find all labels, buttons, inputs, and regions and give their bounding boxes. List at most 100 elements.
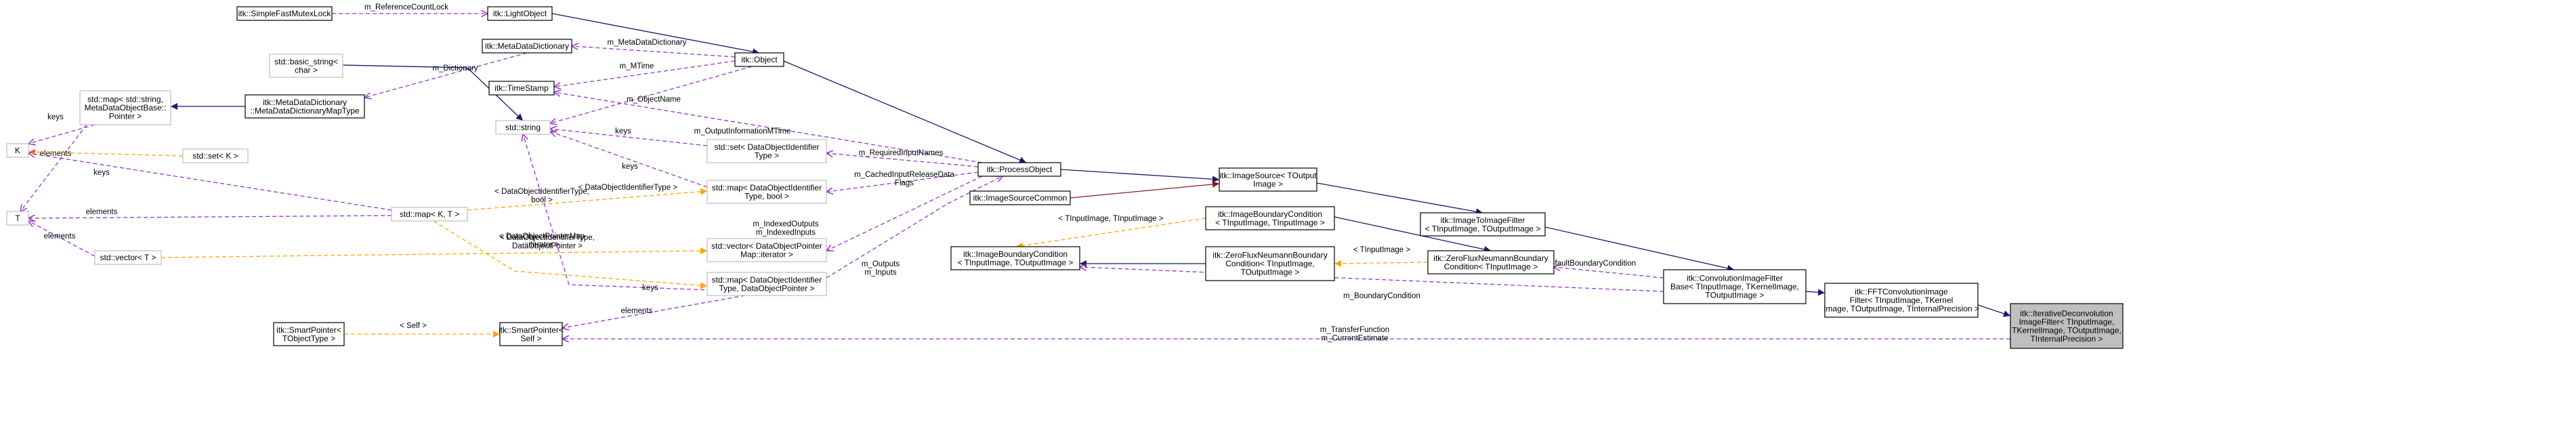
- node-isc[interactable]: itk::ImageSourceCommon: [969, 190, 1071, 205]
- node-spout[interactable]: itk::SmartPointer<TObjectType >: [273, 322, 345, 346]
- edge-label: keys: [93, 169, 110, 177]
- node-box: [977, 162, 1061, 177]
- edge-line: [554, 92, 983, 163]
- node-vecdop[interactable]: std::vector< DataObjectPointerMap::itera…: [706, 238, 827, 262]
- edge-label: elements: [40, 150, 72, 158]
- node-box: [950, 246, 1080, 270]
- edge-line: [550, 129, 708, 146]
- node-label: itk::ProcessObject: [987, 165, 1053, 174]
- node-setdoi[interactable]: std::set< DataObjectIdentifierType >: [706, 139, 827, 163]
- node-po[interactable]: itk::ProcessObject: [977, 162, 1061, 177]
- edge-label: Flags: [895, 180, 914, 188]
- edge-label: < DataObjectIdentifierType,: [500, 234, 595, 242]
- node-ibc[interactable]: itk::ImageBoundaryCondition< TInputImage…: [950, 246, 1080, 270]
- node-vect[interactable]: std::vector< T >: [94, 250, 162, 265]
- node-box: [6, 211, 29, 226]
- node-label: itk::ConvolutionImageFilter: [1687, 274, 1783, 283]
- edge-line: [433, 220, 708, 289]
- node-box: [1205, 246, 1335, 281]
- edge-bstr-mddmap: m_Dictionary: [364, 52, 528, 98]
- edge-label: m_Dictionary: [432, 64, 478, 73]
- edge-line: [1977, 304, 2011, 317]
- node-tstamp[interactable]: itk::TimeStamp: [488, 81, 555, 96]
- node-imgsrc[interactable]: itk::ImageSource< TOutputImage >: [1219, 167, 1317, 192]
- node-label: < TInputImage, TOutputImage >: [1425, 224, 1541, 233]
- node-mdd[interactable]: itk::MetaDataDictionary: [482, 39, 572, 54]
- node-label: std::map< DataObjectIdentifier: [712, 183, 822, 192]
- node-box: [969, 190, 1071, 205]
- node-box: [482, 39, 572, 54]
- node-k[interactable]: K: [6, 143, 29, 158]
- node-label: Base< TInputImage, TKernelImage,: [1670, 282, 1799, 291]
- edge-label: m_IndexedInputs: [756, 229, 816, 237]
- edge-label: m_ReferenceCountLock: [364, 3, 448, 12]
- node-t[interactable]: T: [6, 211, 29, 226]
- node-box: [269, 54, 343, 78]
- node-label: Type >: [755, 150, 779, 160]
- node-box: [487, 6, 553, 21]
- node-label: T: [15, 213, 20, 223]
- node-mddmap[interactable]: itk::MetaDataDictionary::MetaDataDiction…: [245, 94, 365, 119]
- node-label: std::set< DataObjectIdentifier: [714, 142, 819, 152]
- node-mapdoibool[interactable]: std::map< DataObjectIdentifierType, bool…: [706, 180, 827, 204]
- node-label: Type, bool >: [744, 191, 789, 201]
- node-stdmapmd[interactable]: std::map< std::string,MetaDataObjectBase…: [79, 90, 171, 125]
- edge-itif-cifb: [1544, 226, 1735, 272]
- node-label: < TInputImage, TOutputImage >: [958, 258, 1074, 267]
- edge-label: < Self >: [400, 322, 427, 330]
- node-box: [236, 6, 333, 21]
- node-idif[interactable]: itk::IterativeDeconvolutionImageFilter< …: [2010, 303, 2124, 349]
- edge-line: [28, 221, 96, 257]
- edge-label: < DataObjectPointerMap: [499, 232, 585, 241]
- edge-zfnbc-cifb: m_DefaultBoundaryCondition: [1534, 260, 1664, 279]
- node-mapkt[interactable]: std::map< K, T >: [391, 207, 468, 222]
- node-box: [391, 207, 468, 222]
- node-box: [706, 272, 827, 296]
- edge-line: [161, 247, 708, 258]
- edge-label: m_Inputs: [864, 269, 897, 277]
- node-mapdoidop[interactable]: std::map< DataObjectIdentifierType, Data…: [706, 272, 827, 296]
- node-box: [706, 238, 827, 262]
- node-obj[interactable]: itk::Object: [734, 52, 784, 67]
- edge-label: m_IndexedOutputs: [753, 220, 818, 228]
- node-label: < TInputImage, TInputImage >: [1215, 218, 1325, 227]
- edge-label: elements: [44, 232, 76, 241]
- edge-line: [1015, 218, 1206, 249]
- node-stdstr[interactable]: std::string: [495, 120, 551, 135]
- node-label: std::vector< DataObjectPointer: [711, 241, 822, 251]
- node-box: [499, 322, 563, 346]
- edge-ibc-cifb: m_BoundaryCondition: [1080, 267, 1664, 300]
- edge-line: [467, 188, 708, 211]
- node-label: std::map< std::string,: [87, 95, 163, 104]
- edge-line: [826, 153, 979, 167]
- node-setk[interactable]: std::set< K >: [182, 148, 249, 163]
- node-box: [6, 143, 29, 158]
- edge-cifb-fftcif: [1805, 289, 1825, 296]
- node-sfml[interactable]: itk::SimpleFastMutexLock: [236, 6, 333, 21]
- edge-setDOI-po: m_RequiredInputNames: [826, 149, 979, 167]
- node-label: itk::TimeStamp: [494, 83, 549, 93]
- edge-mapDOIDOP-sp: elements: [562, 295, 746, 328]
- edge-lobj-obj: [551, 13, 760, 56]
- node-label: Condition< TInputImage,: [1225, 259, 1315, 268]
- node-bstr[interactable]: std::basic_string<char >: [269, 54, 343, 78]
- node-label: itk::SmartPointer<: [499, 325, 564, 335]
- node-lobj[interactable]: itk::LightObject: [487, 6, 553, 21]
- edge-stdstr-setDOI: keys: [550, 127, 708, 146]
- edge-obj-po: [783, 60, 1027, 163]
- edge-tstamp-po: m_OutputInformationMTime: [554, 92, 983, 163]
- node-label: Pointer >: [109, 112, 142, 121]
- node-itif[interactable]: itk::ImageToImageFilter< TInputImage, TO…: [1420, 212, 1546, 237]
- node-ibcii[interactable]: itk::ImageBoundaryCondition< TInputImage…: [1205, 206, 1335, 230]
- edge-tstamp-obj: m_MTime: [554, 60, 736, 87]
- node-sp[interactable]: itk::SmartPointer<Self >: [499, 322, 564, 346]
- node-label: itk::LightObject: [493, 9, 547, 18]
- node-label: ::MetaDataDictionaryMapType: [250, 106, 360, 115]
- node-box: [1824, 283, 1979, 318]
- edge-mapKT-K: keys: [28, 153, 392, 211]
- edge-stdmapmd-K: keys: [28, 113, 96, 144]
